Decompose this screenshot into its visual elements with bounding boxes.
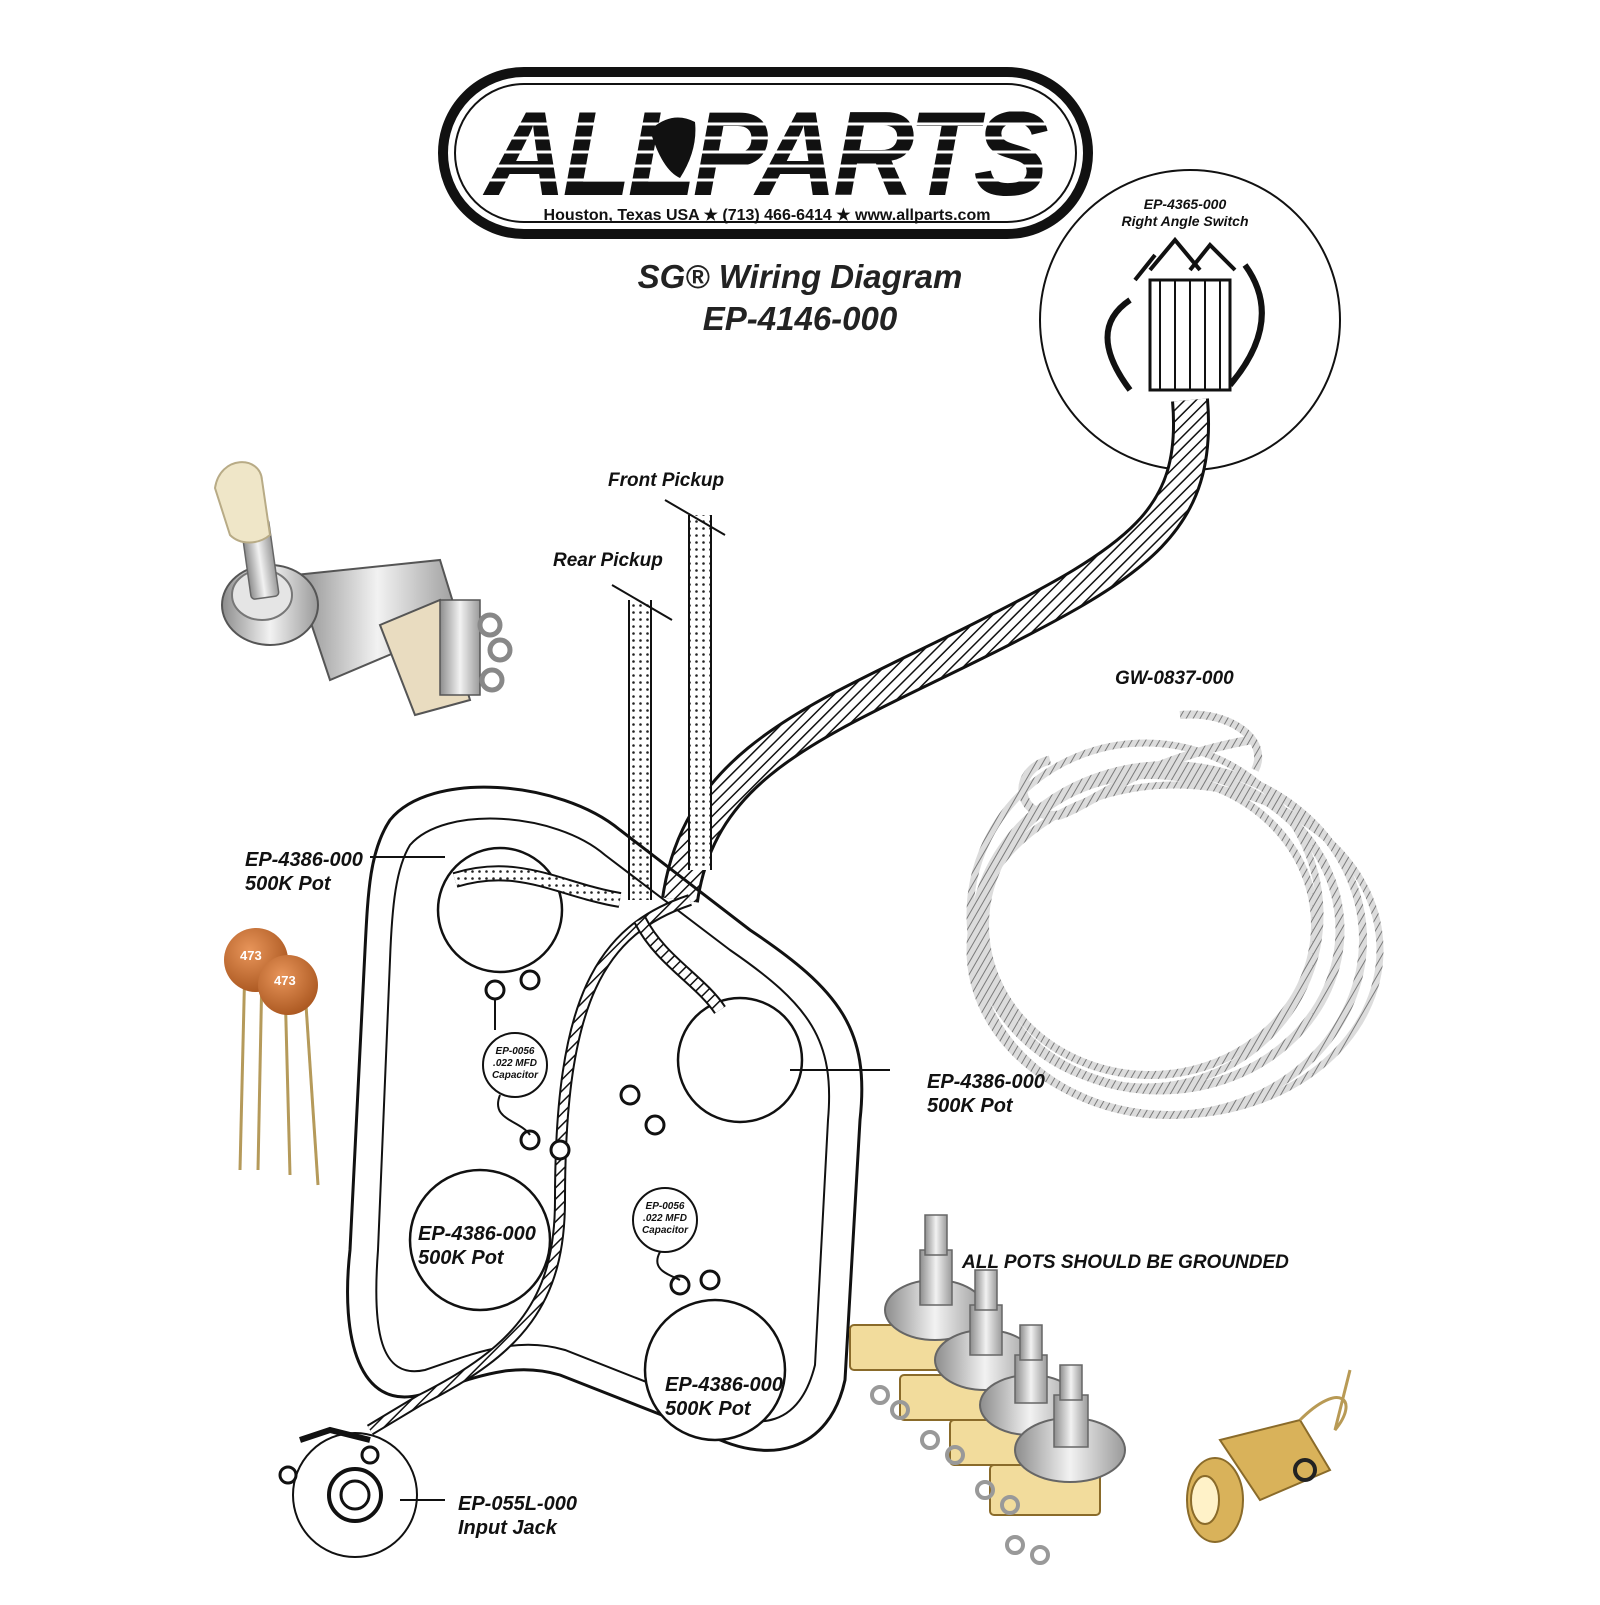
capacitor-name: Capacitor xyxy=(491,1070,539,1081)
pot-label-right: EP-4386-000 500K Pot xyxy=(927,1070,1045,1118)
pot-part-number: EP-4386-000 xyxy=(418,1223,536,1245)
pot-label-bottom-right: EP-4386-000 500K Pot xyxy=(665,1373,783,1421)
jack-name: Input Jack xyxy=(458,1517,557,1539)
pot-label-top-left: EP-4386-000 500K Pot xyxy=(245,848,363,896)
ceramic-capacitors-photo xyxy=(224,928,320,1186)
switch-cable xyxy=(664,398,1207,903)
pot-circle-bottom-left xyxy=(408,1168,552,1312)
braided-wire-coil-photo xyxy=(966,710,1384,1119)
capacitor-part-number: EP-0056 xyxy=(495,1046,535,1057)
allparts-logo: ALLPARTS xyxy=(438,67,1093,239)
logo-tagline: Houston, Texas USA ★ (713) 466-6414 ★ ww… xyxy=(543,207,991,224)
input-jack-diagram xyxy=(278,1426,418,1558)
jack-cable xyxy=(367,896,692,1434)
pot-name: 500K Pot xyxy=(418,1247,504,1269)
capacitor-name: Capacitor xyxy=(641,1225,689,1236)
input-jack-label: EP-055L-000 Input Jack xyxy=(458,1492,577,1540)
switch-part-label: EP-4365-000 Right Angle Switch xyxy=(1110,196,1260,230)
wire-part-label: GW-0837-000 xyxy=(1115,668,1234,689)
pot-part-number: EP-4386-000 xyxy=(927,1071,1045,1093)
rear-pickup-label: Rear Pickup xyxy=(553,550,663,571)
capacitor-label-2: EP-0056 .022 MFD Capacitor xyxy=(637,1201,693,1237)
diagram-part-number: EP-4146-000 xyxy=(702,300,898,337)
diagram-capacitor-1 xyxy=(482,1000,548,1136)
solder-lugs xyxy=(484,969,721,1296)
grounding-note: ALL POTS SHOULD BE GROUNDED xyxy=(962,1252,1289,1273)
pot-circle-right xyxy=(676,996,804,1124)
svg-text:ALLPARTS: ALLPARTS xyxy=(482,87,1048,221)
capacitor-part-number: EP-0056 xyxy=(645,1201,685,1212)
input-jack-photo xyxy=(1186,1369,1352,1543)
pot-name: 500K Pot xyxy=(665,1398,751,1420)
front-pickup-lead xyxy=(664,499,726,870)
pot-label-bottom-left: EP-4386-000 500K Pot xyxy=(418,1222,536,1270)
pot-name: 500K Pot xyxy=(245,873,331,895)
pot-photo-2 xyxy=(899,1269,1036,1421)
jack-part-number: EP-055L-000 xyxy=(458,1493,577,1515)
pot-name: 500K Pot xyxy=(927,1095,1013,1117)
pot-photo-1 xyxy=(849,1214,986,1371)
rear-pickup-lead xyxy=(611,584,673,900)
switch-name: Right Angle Switch xyxy=(1121,213,1249,229)
switch-part-number: EP-4365-000 xyxy=(1143,196,1227,212)
diagram-capacitor-2 xyxy=(632,1187,698,1281)
leader-lines xyxy=(370,856,890,1501)
control-cavity xyxy=(346,785,864,1452)
cap-marking-2: 473 xyxy=(274,973,296,988)
pot-part-number: EP-4386-000 xyxy=(665,1374,783,1396)
capacitor-value: .022 MFD xyxy=(643,1213,687,1224)
capacitor-value: .022 MFD xyxy=(493,1058,537,1069)
diagram-title: SG® Wiring Diagram xyxy=(637,258,963,295)
cap-marking-1: 473 xyxy=(240,948,262,963)
capacitor-label-1: EP-0056 .022 MFD Capacitor xyxy=(487,1046,543,1082)
toggle-switch-photo xyxy=(213,461,513,717)
guitar-pick-icon xyxy=(650,117,696,178)
front-pickup-label: Front Pickup xyxy=(608,470,725,491)
pot-part-number: EP-4386-000 xyxy=(245,849,363,871)
potentiometers-photo xyxy=(849,1214,1126,1565)
pot-circle-bottom-right xyxy=(643,1298,787,1442)
